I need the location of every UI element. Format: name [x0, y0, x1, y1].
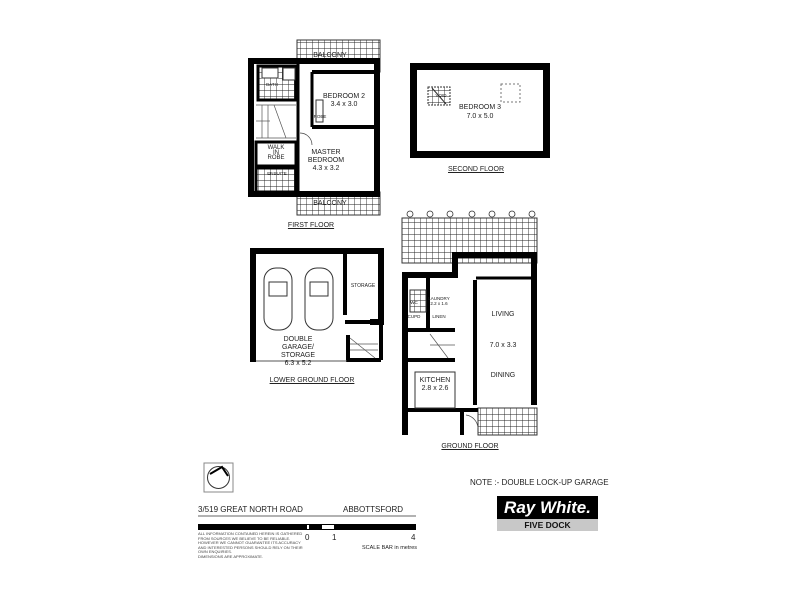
- north-arrow-icon: [203, 462, 234, 493]
- scale-tick-1: 1: [332, 533, 337, 542]
- ground-floor-title: GROUND FLOOR: [441, 443, 499, 450]
- scale-tick-4: 4: [411, 533, 416, 542]
- scale-caption: SCALE BAR in metres: [362, 545, 418, 551]
- bath-label: BATH: [266, 82, 278, 87]
- second-floor-plan: [410, 63, 550, 158]
- cupd-label: CUPD: [407, 314, 421, 319]
- balcony-top-label: BALCONY: [313, 52, 347, 59]
- bedroom3-size: 7.0 x 5.0: [466, 113, 494, 120]
- first-floor-title: FIRST FLOOR: [287, 222, 335, 229]
- office-name: FIVE DOCK: [497, 519, 598, 531]
- bedroom2-label: BEDROOM 2: [322, 93, 366, 100]
- scale-tick-0: 0: [305, 533, 310, 542]
- bedroom2-size: 3.4 x 3.0: [330, 101, 358, 108]
- second-floor-title: SECOND FLOOR: [447, 166, 505, 173]
- address: 3/519 GREAT NORTH ROAD: [198, 505, 303, 514]
- first-floor-plan: [248, 39, 381, 216]
- disclaimer: ALL INFORMATION CONTAINED HEREIN IS GATH…: [198, 531, 303, 559]
- balcony-bottom-label: BALCONY: [313, 200, 347, 207]
- bedroom3-label: BEDROOM 3: [458, 104, 502, 111]
- scale-bar: [198, 524, 416, 530]
- storage-label: STORAGE: [350, 283, 376, 289]
- lower-ground-floor-plan: [250, 248, 384, 362]
- suburb: ABBOTTSFORD: [343, 505, 404, 514]
- ensuite-label: ENSUITE: [267, 171, 287, 176]
- robe-label: ROBE: [313, 114, 327, 119]
- dining-label: DINING: [490, 372, 516, 379]
- wc-label: WC: [410, 300, 418, 305]
- living-dining-size: 7.0 x 3.3: [489, 342, 517, 349]
- garage-note: NOTE :- DOUBLE LOCK-UP GARAGE: [470, 478, 609, 487]
- void-label: VOID: [435, 93, 447, 98]
- car-right-icon: [304, 267, 334, 331]
- lower-ground-floor-title: LOWER GROUND FLOOR: [269, 377, 355, 384]
- linen-label: LINEN: [432, 314, 446, 319]
- ground-floor-plan: [401, 210, 538, 436]
- living-label: LIVING: [491, 311, 515, 318]
- car-left-icon: [263, 267, 293, 331]
- ray-white-logo: Ray White.: [497, 496, 598, 519]
